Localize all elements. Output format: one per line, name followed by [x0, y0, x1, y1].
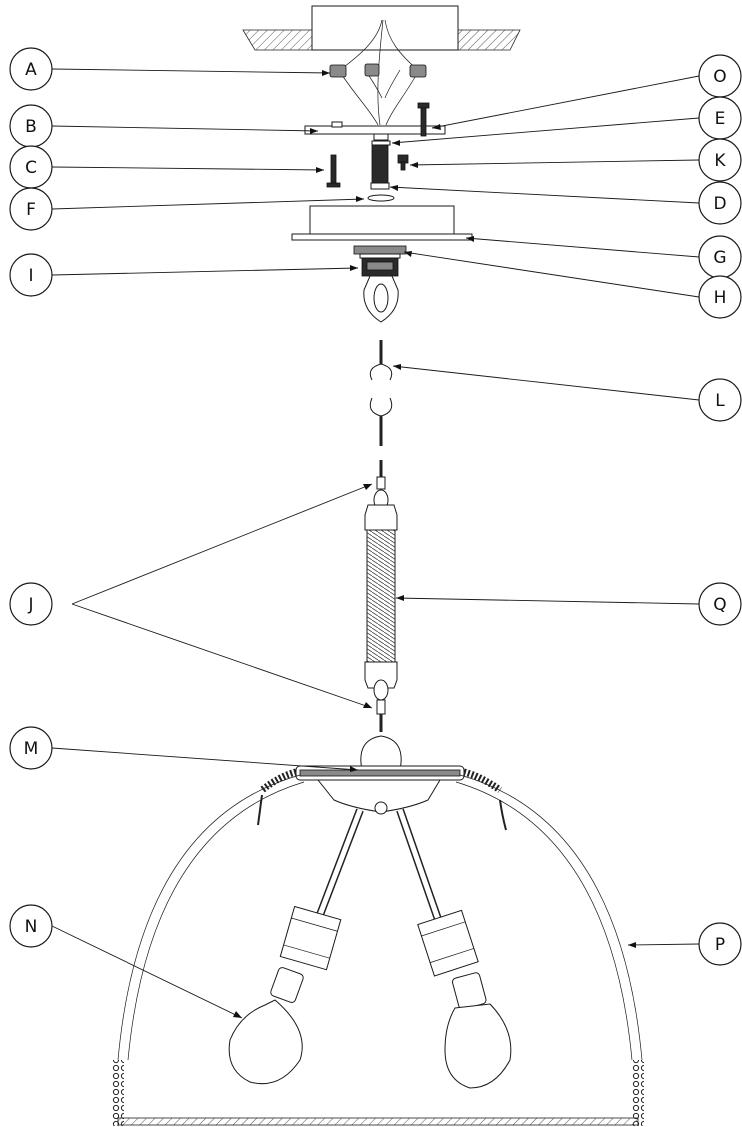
callout-m-label: M	[24, 739, 39, 759]
callout-h: H	[698, 275, 742, 319]
callout-e-label: E	[715, 109, 726, 129]
callout-i-label: I	[28, 266, 33, 286]
ceiling	[242, 5, 521, 51]
canopy	[291, 205, 473, 241]
callout-k: K	[698, 138, 742, 182]
chain-link-l	[369, 340, 393, 446]
callout-g-label: G	[713, 248, 726, 268]
callout-o: O	[698, 54, 742, 98]
callout-q: Q	[698, 582, 742, 626]
callout-l: L	[698, 378, 742, 422]
callout-p: P	[698, 922, 742, 966]
callout-d: D	[698, 181, 742, 225]
callout-j: J	[9, 582, 53, 626]
callout-n-label: N	[25, 917, 38, 937]
junction-box	[311, 5, 459, 51]
callout-n: N	[9, 904, 53, 948]
canopy-collar	[353, 245, 407, 277]
cord-cover	[364, 460, 398, 732]
callout-i: I	[9, 253, 53, 297]
callout-j-label: J	[27, 595, 33, 615]
bulb-right	[444, 972, 512, 1089]
callout-e: E	[698, 96, 742, 140]
screw-k	[397, 154, 409, 171]
leader-lines	[51, 68, 700, 1019]
callout-l-label: L	[715, 391, 725, 411]
glass-shade	[112, 768, 644, 1126]
threaded-nipple	[370, 133, 391, 190]
callout-b: B	[9, 104, 53, 148]
screw-c	[326, 154, 341, 188]
callout-p-label: P	[715, 935, 725, 955]
fixture-body	[295, 765, 465, 815]
callout-a-label: A	[25, 60, 37, 80]
socket-right	[417, 909, 479, 977]
callouts-left: A B C F I J M N	[9, 47, 53, 948]
callout-q-label: Q	[713, 595, 726, 615]
bulb-left	[228, 967, 304, 1085]
socket-arms	[314, 808, 444, 927]
ceiling-loop	[363, 275, 399, 323]
callouts-right: O E K D G H L Q	[698, 54, 742, 966]
callout-c: C	[9, 145, 53, 189]
callout-g: G	[698, 235, 742, 279]
wire-nuts	[329, 63, 427, 78]
callout-d-label: D	[713, 194, 726, 214]
callout-c-label: C	[25, 158, 37, 178]
socket-left	[279, 905, 342, 971]
callout-h-label: H	[714, 288, 727, 308]
callout-o-label: O	[713, 67, 726, 87]
callout-a: A	[9, 47, 53, 91]
washer-f	[367, 194, 395, 202]
callout-m: M	[9, 726, 53, 770]
callout-b-label: B	[25, 117, 37, 137]
callout-f-label: F	[26, 200, 36, 220]
callout-f: F	[9, 187, 53, 231]
callout-k-label: K	[714, 151, 726, 171]
